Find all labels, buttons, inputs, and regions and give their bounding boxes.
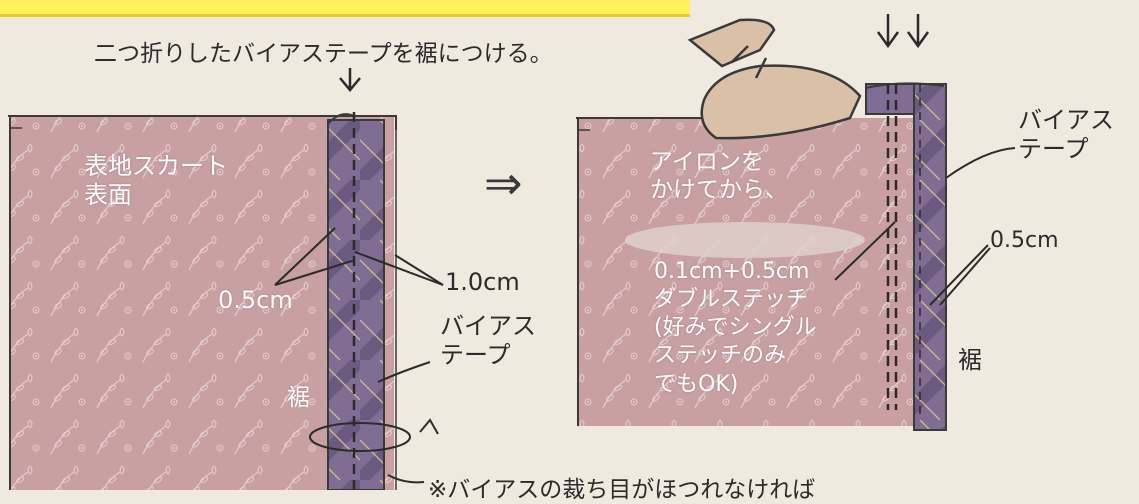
rotate-arrow-icon xyxy=(309,418,439,452)
footnote: ※バイアスの裁ち目がほつれなければ xyxy=(428,477,816,503)
fabric-label: 表地スカート 表面 xyxy=(84,152,228,210)
left-tape-label: バイアス テープ xyxy=(440,312,536,370)
left-bias-tape xyxy=(327,112,397,490)
title-highlight-bar xyxy=(0,0,690,17)
instruction-top: 二つ折りしたバイアステープを裾につける。 xyxy=(94,41,553,67)
footnote-pointer xyxy=(387,474,425,484)
right-seam-label: 0.5cm xyxy=(990,228,1059,253)
iron-icon xyxy=(687,18,862,140)
right-bias-tape xyxy=(865,82,947,431)
right-hem-label: 裾 xyxy=(958,346,982,374)
right-fabric xyxy=(576,117,928,426)
down-arrow-icon xyxy=(876,14,930,49)
left-measure-lines xyxy=(274,227,444,383)
diagram-canvas xyxy=(8,14,1016,490)
left-seam-label: 0.5cm xyxy=(218,286,293,314)
transition-arrow: ⇒ xyxy=(484,156,523,210)
left-top-arrow xyxy=(339,68,361,92)
left-width-label: 1.0cm xyxy=(445,268,520,296)
right-tape-label: バイアス テープ xyxy=(1018,106,1114,164)
stitch-label: 0.1cm+0.5cm ダブルステッチ (好みでシングル ステッチのみ でもOK… xyxy=(654,259,817,397)
left-hem-label: 裾 xyxy=(287,385,310,411)
iron-label: アイロンを かけてから、 xyxy=(650,149,788,204)
right-leader-lines xyxy=(834,147,1016,306)
